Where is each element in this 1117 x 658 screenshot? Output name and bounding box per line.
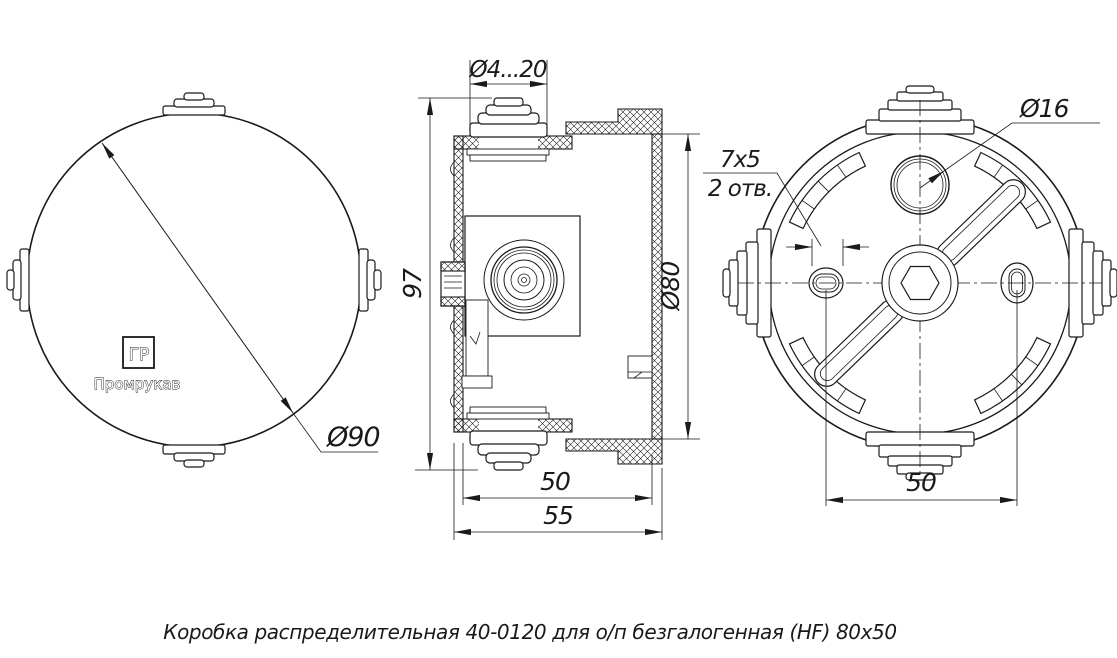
inner-rib-foot xyxy=(461,375,493,389)
overall-depth-dimension: 55 xyxy=(453,443,663,540)
hex-recess xyxy=(900,265,940,301)
slot-size-callout: 7x5 2 отв. xyxy=(703,147,869,266)
logo-mark: ГР xyxy=(129,345,150,365)
cable-entry-bump-bottom xyxy=(162,444,226,468)
hole-diameter-callout: Ø16 xyxy=(919,94,1100,189)
leader-line xyxy=(703,172,822,247)
top-gland-section xyxy=(466,97,550,162)
logo-frame xyxy=(122,336,155,369)
back-view: Ø16 7x5 2 отв. 50 xyxy=(703,85,1117,506)
lid-top-flange-section xyxy=(565,108,663,135)
slot-count-label: 2 отв. xyxy=(708,176,772,202)
extension-line xyxy=(453,443,663,540)
body-depth-label: 50 xyxy=(540,467,570,496)
gland-range-label: Ø4...20 xyxy=(469,57,547,83)
hole-diameter-label: Ø16 xyxy=(1019,94,1069,123)
front-diameter-label: Ø90 xyxy=(326,422,380,453)
body-wall-ribs xyxy=(450,161,455,409)
extension-line xyxy=(469,60,548,125)
cable-entry-bump-top xyxy=(162,92,226,116)
height-label: 97 xyxy=(398,268,427,299)
rib-notch xyxy=(469,331,481,345)
lid-bottom-flange-section xyxy=(565,438,663,465)
overall-depth-label: 55 xyxy=(543,501,573,530)
lid-clip-section xyxy=(627,355,653,379)
entry-hole-16 xyxy=(890,155,950,215)
leader-line xyxy=(919,122,1100,189)
extension-line xyxy=(656,133,700,440)
gland-range-dimension: Ø4...20 xyxy=(469,57,548,125)
leader-line xyxy=(292,412,378,453)
inner-diameter-dimension: Ø80 xyxy=(656,133,700,440)
box-outline-circle xyxy=(26,112,362,448)
slot-size-label: 7x5 xyxy=(720,147,760,173)
side-entry-section xyxy=(440,261,466,307)
height-dimension: 97 xyxy=(398,97,492,471)
manufacturer-logo: ГР Промрукав xyxy=(93,336,181,393)
hole-spacing-label: 50 xyxy=(906,468,936,497)
central-hub xyxy=(881,244,959,322)
cable-entry-bump-right xyxy=(358,248,382,312)
cable-entry-bump-left xyxy=(6,248,30,312)
hole-spacing-dimension: 50 xyxy=(825,290,1018,506)
bottom-gland-section xyxy=(466,406,550,471)
inner-rib xyxy=(465,299,489,377)
logo-name: Промрукав xyxy=(94,375,181,393)
diameter-dimension: Ø90 xyxy=(99,141,381,453)
extension-line xyxy=(825,290,1018,506)
drawing-caption: Коробка распределительная 40-0120 для о/… xyxy=(163,620,896,644)
inner-diameter-label: Ø80 xyxy=(656,262,685,312)
front-view: Ø90 ГР Промрукав xyxy=(6,92,382,468)
body-depth-dimension: 50 xyxy=(462,443,653,505)
extension-line xyxy=(462,443,653,505)
section-view: Ø4...20 97 Ø80 50 xyxy=(398,57,700,540)
